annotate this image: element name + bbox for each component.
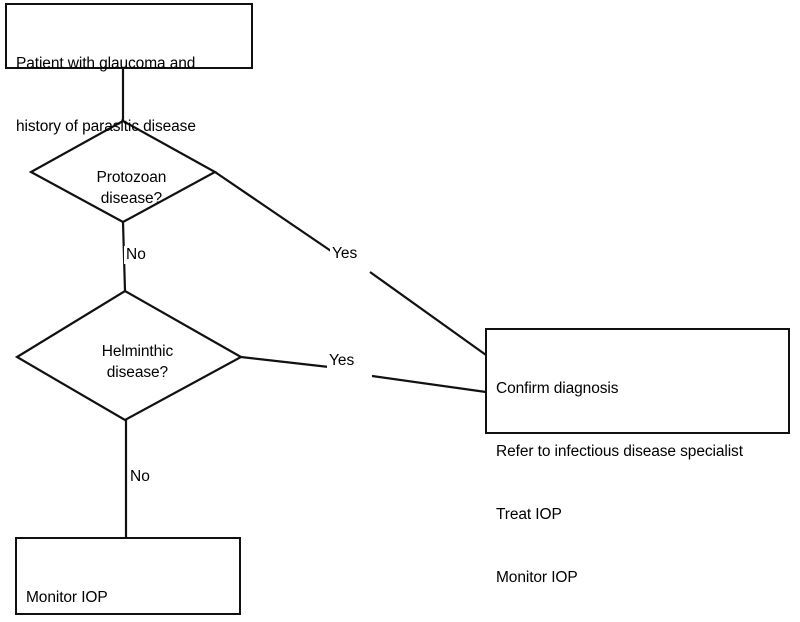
node-confirm-line-4: Monitor IOP [496,569,578,586]
decision-helminthic-shape[interactable] [14,289,244,422]
node-start[interactable]: Patient with glaucoma and history of par… [5,3,253,135]
edge-label-protozoan-yes: Yes [330,245,360,263]
node-start-line-2: history of parasitic disease [16,118,196,135]
node-confirm-line-3: Treat IOP [496,506,562,523]
edge-label-helminthic-yes: Yes [327,352,357,370]
edge-protozoan-yes-seg1 [214,171,332,252]
node-confirm-line-1: Confirm diagnosis [496,380,619,397]
node-confirm-line-2: Refer to infectious disease specialist [496,443,743,460]
node-start-line-1: Patient with glaucoma and [16,55,196,72]
node-monitor-line-1: Monitor IOP [26,589,108,606]
edge-protozoan-yes-seg2 [369,271,487,356]
node-monitor-iop[interactable]: Monitor IOP Treat IOP Close observation [15,537,241,615]
edge-helminthic-yes-seg2 [371,374,487,394]
edge-label-helminthic-no: No [128,468,152,486]
edge-helminthic-yes-seg1 [240,355,330,369]
edge-label-protozoan-no: No [124,246,148,264]
node-confirm-diagnosis[interactable]: Confirm diagnosis Refer to infectious di… [485,328,790,586]
